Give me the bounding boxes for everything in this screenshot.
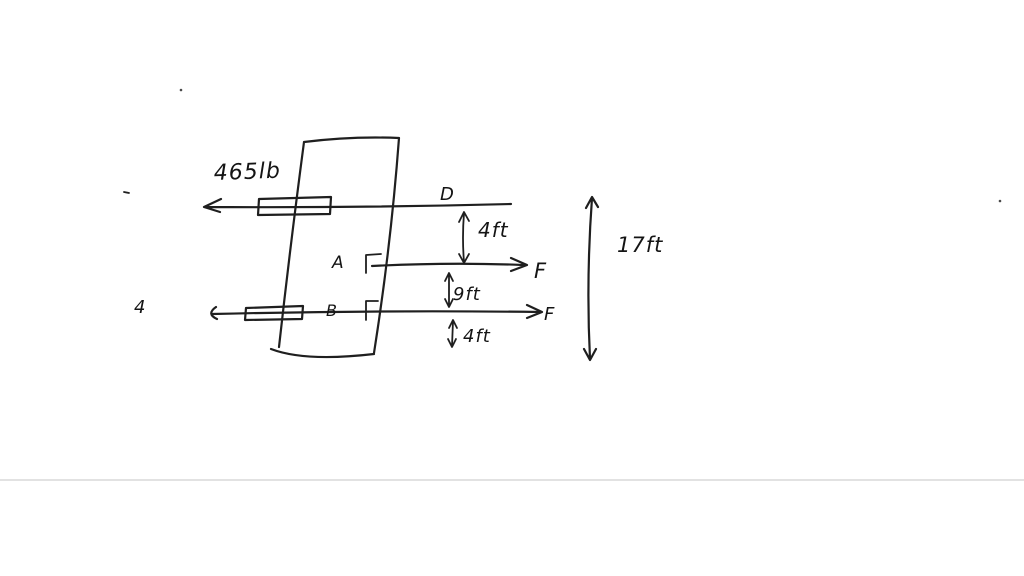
collar-b-box — [243, 304, 305, 322]
dim-arrow-17ft — [582, 195, 600, 362]
dim-9ft-label: 9ft — [453, 284, 481, 305]
force-b-label: F — [544, 304, 555, 325]
weight-label: 465lb — [213, 159, 281, 186]
dim-4ft-bottom-label: 4ft — [463, 326, 491, 347]
point-a-label: A — [331, 253, 345, 273]
weight-force-arrow — [202, 197, 513, 214]
plate-outline — [269, 136, 401, 359]
point-b-label: B — [326, 301, 338, 320]
pen-speck — [998, 199, 1002, 203]
point-a-bracket — [365, 253, 382, 274]
force-b-arrow — [210, 303, 544, 321]
pen-speck — [179, 88, 183, 92]
force-a-arrow — [370, 256, 529, 273]
dim-17ft-label: 17ft — [617, 233, 663, 257]
point-b-bracket — [365, 300, 379, 321]
weight-collar-box — [256, 195, 333, 217]
left-stray-mark-label: 4 — [134, 297, 146, 318]
dim-arrow-4ft-bottom — [447, 319, 458, 348]
pen-speck — [123, 191, 130, 194]
dim-arrow-9ft — [444, 272, 454, 308]
dim-arrow-4ft-top — [458, 211, 470, 264]
dim-4ft-top-label: 4ft — [478, 218, 509, 242]
point-d-label: D — [440, 184, 455, 205]
force-a-label: F — [534, 259, 547, 283]
